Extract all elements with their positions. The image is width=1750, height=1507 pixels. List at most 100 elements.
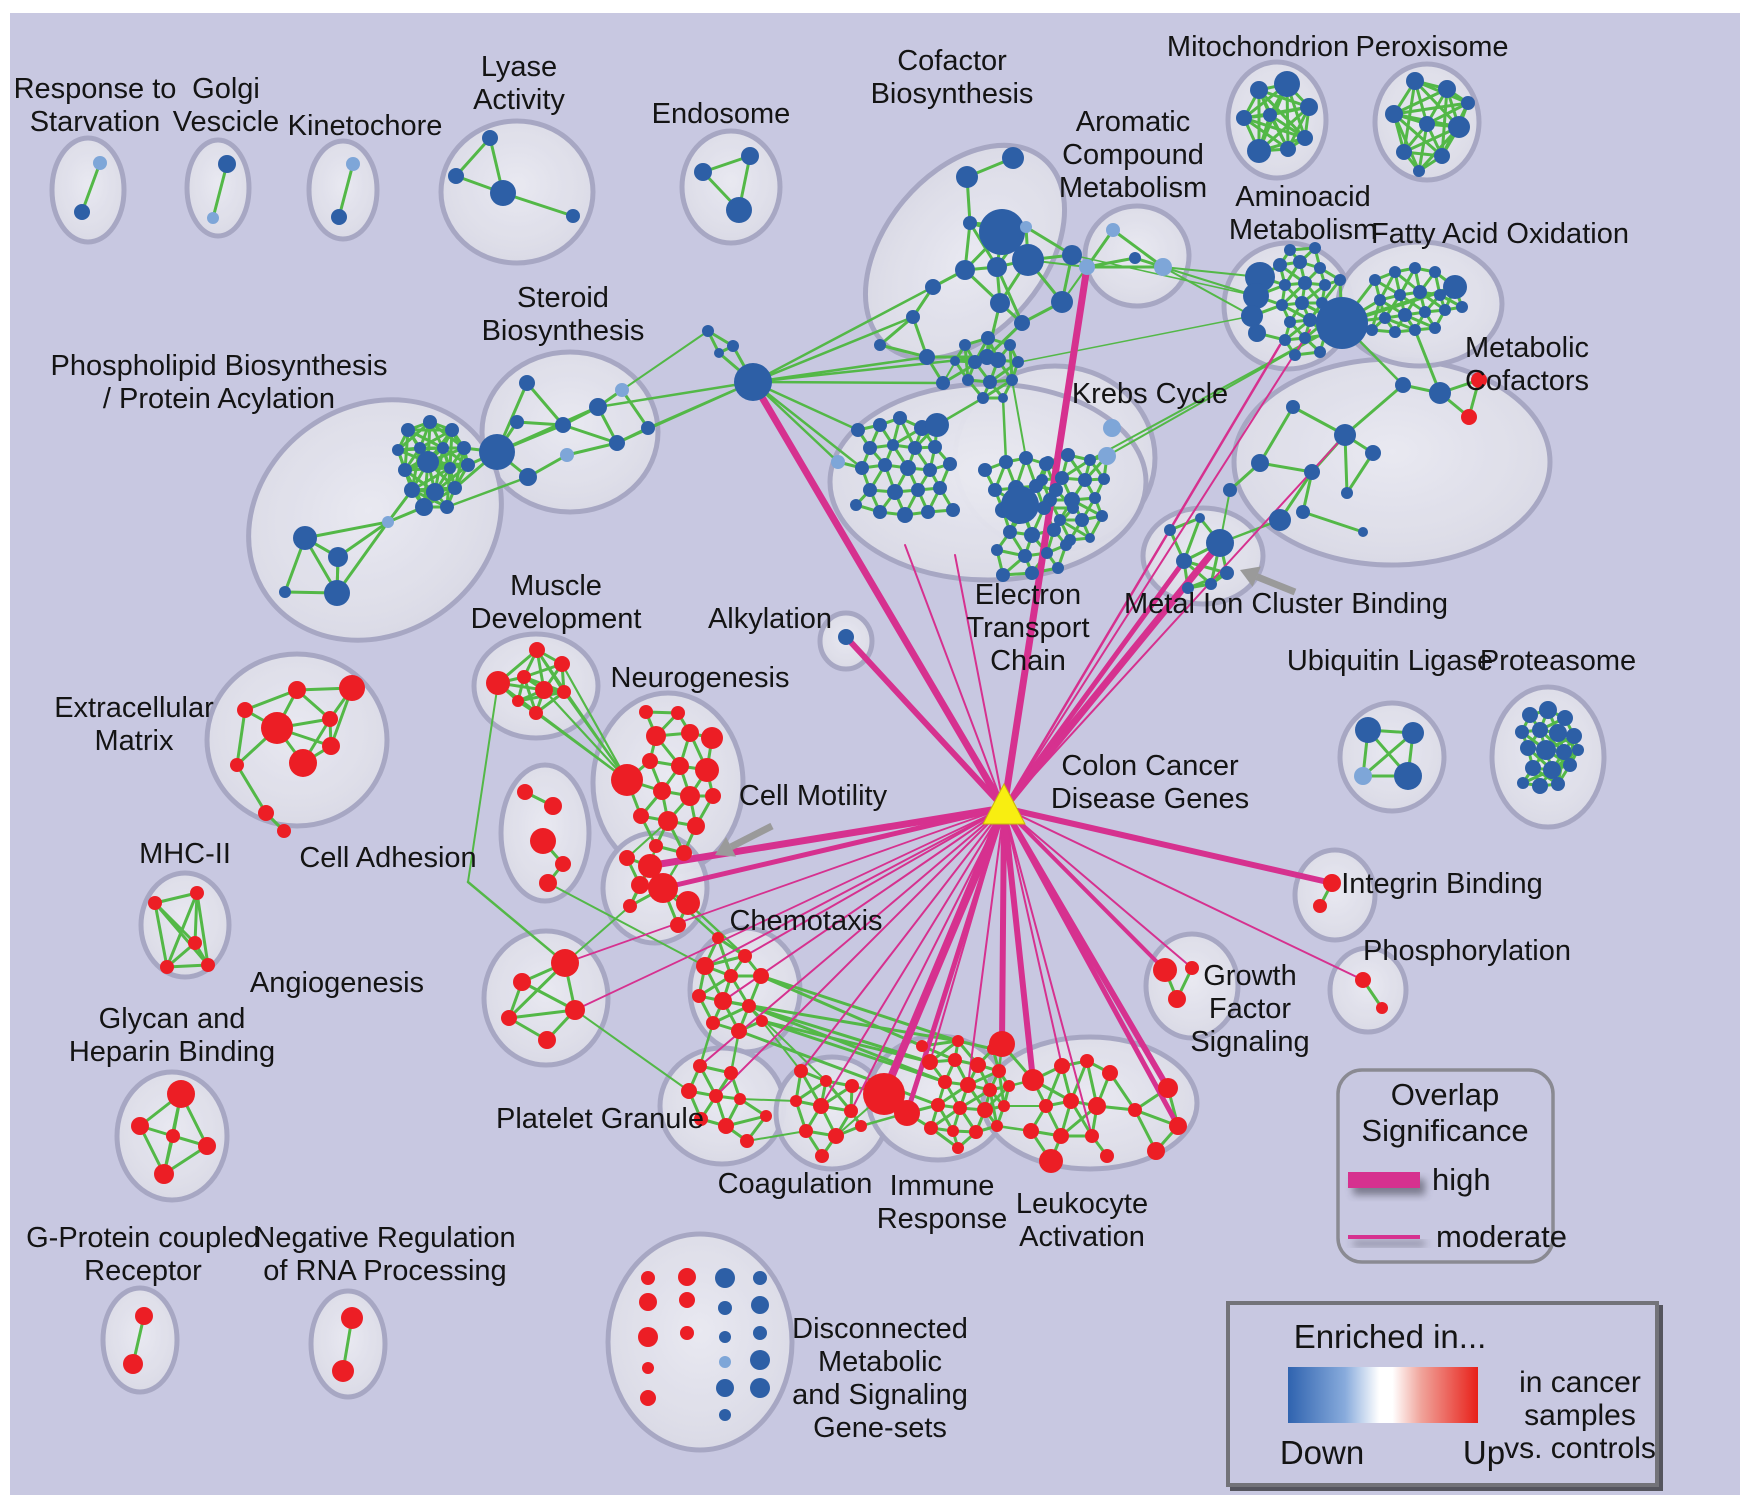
- gene-set-node: [1409, 324, 1421, 336]
- gene-set-node: [131, 1117, 149, 1135]
- gene-set-node: [93, 156, 107, 170]
- gene-set-node: [851, 423, 865, 437]
- nodes-metal-ion-cluster-binding: [1164, 513, 1234, 594]
- gene-set-node: [615, 383, 629, 397]
- gene-set-edge: [995, 265, 1024, 325]
- gene-set-node: [1047, 523, 1061, 537]
- gene-set-node: [1439, 304, 1451, 316]
- gene-set-node: [658, 811, 678, 831]
- gene-set-node: [873, 505, 887, 519]
- gene-set-node: [815, 1149, 829, 1163]
- gene-set-node: [423, 415, 437, 429]
- disease-association-edge: [850, 807, 1005, 1112]
- cluster-ellipse-endosome: [679, 128, 783, 246]
- gene-set-node: [560, 448, 574, 462]
- gene-set-node: [653, 782, 671, 800]
- gene-set-node: [911, 483, 925, 497]
- gene-set-node: [731, 1023, 747, 1039]
- label-phospholipid-biosynthesis: Phospholipid Biosynthesis/ Protein Acyla…: [51, 350, 388, 415]
- gene-set-node: [639, 1293, 657, 1311]
- nodes-neurogenesis: [611, 705, 723, 861]
- nodes-growth-factor-signaling: [1153, 958, 1199, 1008]
- edges-kinetochore: [337, 162, 355, 219]
- gene-set-node: [678, 1268, 696, 1286]
- gene-set-node: [1434, 148, 1450, 164]
- nodes-proteasome: [1515, 701, 1584, 794]
- label-krebs-cycle: Krebs Cycle: [1072, 378, 1228, 410]
- gene-set-node: [1389, 326, 1401, 338]
- gene-set-node: [838, 629, 854, 645]
- gene-set-node: [512, 695, 524, 707]
- cluster-ellipse-electron-transport-chain: [827, 381, 1149, 583]
- gene-set-node: [448, 481, 462, 495]
- gene-set-node: [1022, 1069, 1044, 1091]
- gene-set-edge: [193, 891, 199, 945]
- gene-set-node: [640, 1390, 656, 1406]
- gene-set-node: [1223, 483, 1237, 497]
- gene-set-node: [1402, 722, 1424, 744]
- overlap-edge: [1162, 266, 1261, 278]
- gene-set-node: [1389, 266, 1401, 278]
- gene-set-node: [1158, 1078, 1178, 1098]
- gene-set-node: [1461, 96, 1475, 110]
- gene-set-node: [555, 856, 571, 872]
- overlap-edge: [698, 1021, 715, 1068]
- gene-set-node: [382, 516, 394, 528]
- gene-set-node: [123, 1354, 143, 1374]
- disease-association-edge: [904, 544, 1005, 809]
- gene-set-node: [855, 461, 869, 475]
- gene-set-node: [135, 1307, 153, 1325]
- gene-set-node: [978, 463, 992, 477]
- gene-set-node: [1220, 566, 1234, 580]
- gene-set-node: [148, 896, 162, 910]
- disease-association-edge: [644, 804, 1008, 870]
- gene-set-node: [956, 166, 978, 188]
- gene-set-node: [1103, 419, 1121, 437]
- gene-set-node: [694, 163, 712, 181]
- gene-set-node: [517, 784, 533, 800]
- gene-set-node: [293, 526, 317, 550]
- gene-set-node: [392, 444, 404, 456]
- overlap-edge: [466, 880, 567, 965]
- nodes-coagulation: [790, 1064, 867, 1163]
- gene-set-edge: [1242, 116, 1307, 140]
- gene-set-edge: [454, 136, 492, 178]
- gene-set-node: [845, 1079, 859, 1093]
- gene-set-node: [339, 675, 365, 701]
- gene-set-node: [328, 547, 348, 567]
- gene-set-node: [1098, 447, 1116, 465]
- gene-set-node: [1354, 767, 1372, 785]
- gene-set-node: [1429, 266, 1441, 278]
- label-endosome: Endosome: [652, 98, 791, 130]
- gene-set-node: [844, 1104, 858, 1118]
- label-chemotaxis: Chemotaxis: [729, 905, 882, 937]
- gene-set-node: [1334, 424, 1356, 446]
- gene-set-edge: [565, 441, 619, 457]
- gene-set-node: [198, 1137, 216, 1155]
- gene-set-node: [1055, 471, 1069, 485]
- gene-set-node: [448, 168, 464, 184]
- legend-up-label: Up: [1463, 1434, 1505, 1471]
- overlap-edge: [751, 380, 945, 385]
- gene-set-node: [633, 808, 649, 824]
- gene-set-node: [1014, 315, 1030, 331]
- gene-set-node: [1039, 1099, 1053, 1113]
- gene-set-node: [990, 293, 1010, 313]
- gene-set-node: [996, 568, 1010, 582]
- gene-set-node: [946, 503, 960, 517]
- gene-set-node: [1012, 244, 1044, 276]
- nodes-phosphorylation: [1355, 972, 1388, 1014]
- label-ubiquitin-ligase: Ubiquitin Ligase: [1287, 645, 1493, 677]
- gene-set-node: [414, 442, 426, 454]
- gene-set-node: [828, 1128, 844, 1144]
- disease-association-edge: [1002, 343, 1282, 810]
- gene-set-node: [1039, 1149, 1063, 1173]
- gene-set-node: [959, 339, 971, 351]
- gene-set-node: [1296, 505, 1310, 519]
- gene-set-node: [955, 260, 975, 280]
